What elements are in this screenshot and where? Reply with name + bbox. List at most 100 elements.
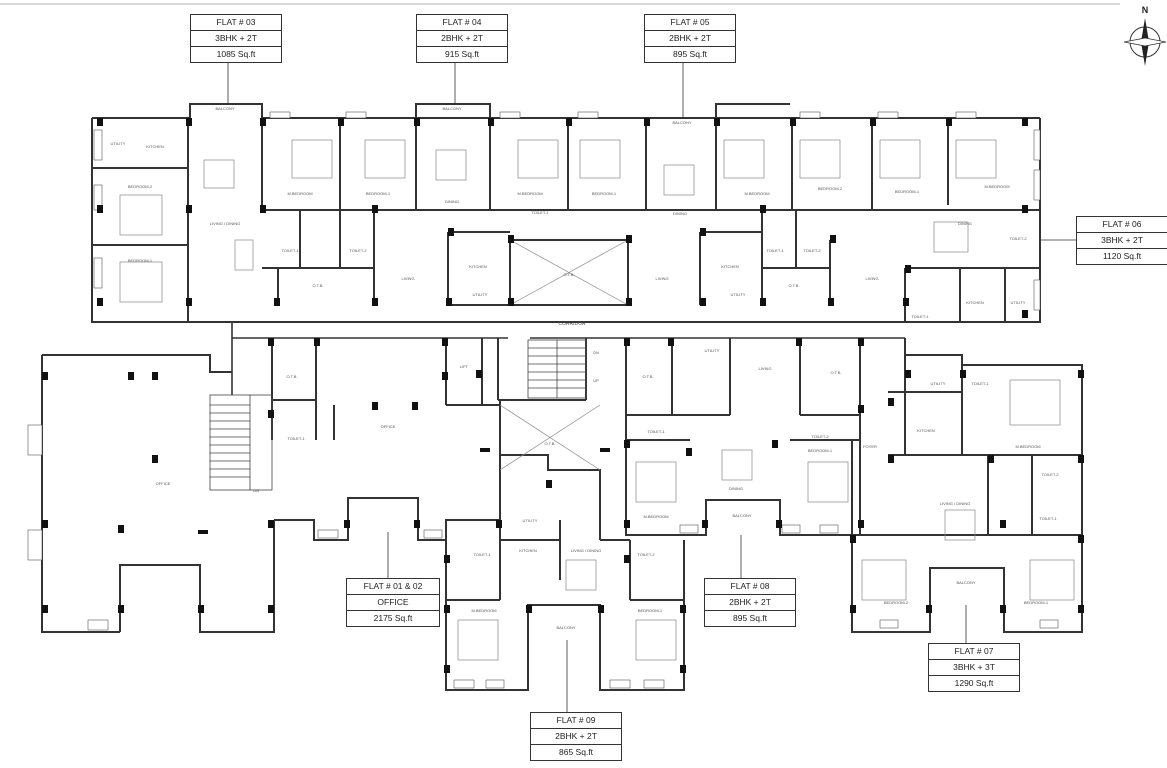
room-label: TOILET-1 (1039, 516, 1057, 521)
room-label: TOILET-1 (647, 429, 665, 434)
upper-windows (93, 111, 1041, 311)
room-label: O.T.B. (788, 283, 799, 288)
room-label: OFFICE (381, 424, 396, 429)
room-label: LIVING / DINING (571, 548, 601, 553)
room-label: BEDROOM-2 (818, 186, 843, 191)
flat-type: 3BHK + 2T (191, 31, 281, 47)
flat-number: FLAT # 06 (1077, 217, 1167, 233)
room-label: OFFICE (156, 481, 171, 486)
room-label: LIVING (655, 276, 668, 281)
room-label: BEDROOM-1 (895, 189, 920, 194)
flat-type: 2BHK + 2T (705, 595, 795, 611)
room-label: LIVING (401, 276, 414, 281)
room-label: BALCONY (672, 120, 691, 125)
structural-columns (42, 118, 1084, 673)
room-label: LIVING / DINING (210, 221, 240, 226)
flat-type: OFFICE (347, 595, 439, 611)
room-label: LIFT (460, 364, 469, 369)
corridor-walls (231, 322, 905, 395)
flat-type: 3BHK + 2T (1077, 233, 1167, 249)
flat-type: 2BHK + 2T (645, 31, 735, 47)
flat09-walls (445, 400, 685, 691)
flat08-walls (625, 338, 861, 536)
flat-area: 2175 Sq.ft (373, 613, 413, 623)
room-label: DINING (673, 211, 687, 216)
room-label: M.BEDROOM (471, 608, 496, 613)
room-label: TOILET-1 (911, 314, 929, 319)
room-label: UTILITY (473, 292, 488, 297)
flat-number: FLAT # 04 (417, 15, 507, 31)
room-label: BALCONY (215, 106, 234, 111)
room-label: TOILET-1 (766, 248, 784, 253)
compass-north-label: N (1142, 5, 1149, 15)
room-label: FOYER (863, 444, 877, 449)
room-label: BALCONY (556, 625, 575, 630)
room-label: KITCHEN (469, 264, 487, 269)
room-label: KITCHEN (966, 300, 984, 305)
room-label: BEDROOM-1 (592, 191, 617, 196)
flat-type: 3BHK + 3T (929, 660, 1019, 676)
room-label: UTILITY (523, 518, 538, 523)
flat-number: FLAT # 07 (929, 644, 1019, 660)
flat-number: FLAT # 09 (531, 713, 621, 729)
room-label: BEDROOM-1 (808, 448, 833, 453)
leader-lines (227, 62, 1076, 712)
room-label: TOILET-1 (473, 552, 491, 557)
staircase-left (209, 394, 273, 491)
room-label: LIVING (865, 276, 878, 281)
staircase-center (527, 339, 587, 399)
flat-area: 895 Sq.ft (732, 613, 768, 623)
room-label: O.T.B. (642, 374, 653, 379)
flat08-furniture (635, 449, 849, 503)
room-label: DINING (729, 486, 743, 491)
room-label: TOILET-2 (803, 248, 821, 253)
room-label: TOILET-1 (531, 210, 549, 215)
room-label: LIVING (758, 366, 771, 371)
room-label: BEDROOM-2 (884, 600, 909, 605)
flat-number: FLAT # 01 & 02 (347, 579, 439, 595)
room-label: BALCONY (956, 580, 975, 585)
room-label: UTILITY (1011, 300, 1026, 305)
room-label: KITCHEN (721, 264, 739, 269)
office-block-walls (41, 338, 587, 633)
flat09-furniture (457, 404, 677, 661)
room-label: TOILET-1 (971, 381, 989, 386)
room-label: LIVING / DINING (940, 501, 970, 506)
room-label: BEDROOM-1 (366, 191, 391, 196)
room-label: TOILET-1 (287, 436, 305, 441)
room-label: DN (593, 350, 599, 355)
room-label: TOILET-2 (637, 552, 655, 557)
room-label: DINING (958, 221, 972, 226)
corridor-label: CORRIDOR (558, 321, 586, 327)
flat-09-tag: FLAT # 09 2BHK + 2T 865 Sq.ft (530, 712, 622, 761)
room-label: BEDROOM-2 (128, 184, 153, 189)
room-label: UTILITY (731, 292, 746, 297)
lower-windows (27, 424, 1059, 689)
flat-area: 915 Sq.ft (444, 49, 480, 59)
room-label: BEDROOM-1 (1024, 600, 1049, 605)
room-label: O.T.B. (544, 441, 555, 446)
room-label: O.T.B. (830, 370, 841, 375)
room-label: M.BEDROOM (744, 191, 769, 196)
room-label: BEDROOM-1 (638, 608, 663, 613)
room-label: TOILET-1 (281, 248, 299, 253)
room-label: DN (253, 488, 259, 493)
flat-number: FLAT # 03 (191, 15, 281, 31)
room-label: TOILET-2 (1041, 472, 1059, 477)
flat-area: 865 Sq.ft (558, 747, 594, 757)
upper-furniture (119, 139, 997, 306)
room-label: TOILET-2 (1009, 236, 1027, 241)
room-label: M.BEDROOM (517, 191, 542, 196)
room-label: UP (593, 378, 599, 383)
room-label: O.T.B. (286, 374, 297, 379)
flat-area: 1290 Sq.ft (954, 678, 994, 688)
flat-number: FLAT # 08 (705, 579, 795, 595)
flat07-furniture (861, 379, 1075, 601)
room-label: KITCHEN (146, 144, 164, 149)
flat-07-tag: FLAT # 07 3BHK + 3T 1290 Sq.ft (928, 643, 1020, 692)
room-label: O.T.B. (312, 283, 323, 288)
room-labels: BALCONY BALCONY BALCONY KITCHEN UTILITY … (111, 106, 1060, 630)
flat-area: 1120 Sq.ft (1102, 251, 1142, 261)
upper-block-walls (91, 103, 1041, 323)
flat-type: 2BHK + 2T (417, 31, 507, 47)
